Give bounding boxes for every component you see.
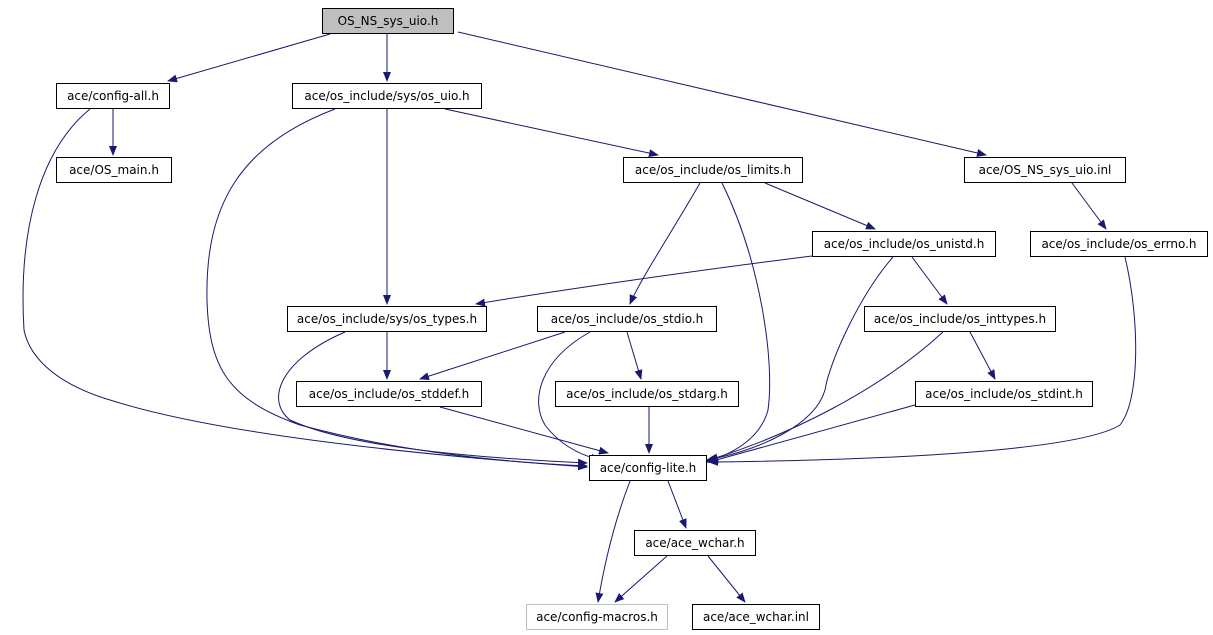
node-ace-wchar-inl[interactable]: ace/ace_wchar.inl (692, 604, 820, 630)
node-os-stdint-h[interactable]: ace/os_include/os_stdint.h (915, 381, 1093, 407)
edge-config-lite-to-config-macros (595, 480, 631, 603)
root-node-os-ns-sys-uio-h: OS_NS_sys_uio.h (322, 8, 454, 34)
node-config-macros-h: ace/config-macros.h (526, 604, 668, 630)
edge-os-limits-to-config-lite (704, 182, 771, 464)
node-sys-os-types-h[interactable]: ace/os_include/sys/os_types.h (287, 306, 487, 332)
edge-os-stddef-to-config-lite (439, 406, 609, 455)
node-os-inttypes-h[interactable]: ace/os_include/os_inttypes.h (864, 306, 1056, 332)
node-os-errno-h[interactable]: ace/os_include/os_errno.h (1030, 231, 1208, 257)
edge-sys-os-uio-to-os-limits (444, 108, 659, 158)
edge-os-inttypes-to-config-lite (708, 331, 944, 462)
edge-sys-os-uio-to-config-lite (206, 108, 588, 470)
node-config-lite-h[interactable]: ace/config-lite.h (589, 455, 707, 481)
edge-os-limits-to-os-stdio (629, 182, 701, 305)
edge-os-stdint-to-config-lite (708, 404, 916, 464)
edge-os-stdio-to-os-stddef (419, 331, 566, 381)
edge-root-to-os-ns-sys-uio-inl (457, 31, 987, 157)
node-os-limits-h[interactable]: ace/os_include/os_limits.h (623, 157, 803, 183)
node-os-stddef-h[interactable]: ace/os_include/os_stddef.h (296, 381, 482, 407)
node-os-stdio-h[interactable]: ace/os_include/os_stdio.h (537, 306, 717, 332)
edge-os-errno-to-config-lite (708, 256, 1137, 466)
edge-os-unistd-to-sys-os-types (475, 255, 813, 307)
edge-sys-os-types-to-config-lite (278, 331, 588, 467)
edge-os-unistd-to-os-inttypes (911, 256, 948, 305)
edge-os-ns-sys-uio-inl-to-os-errno (1071, 182, 1107, 230)
edge-os-inttypes-to-os-stdint (969, 331, 996, 380)
node-os-stdarg-h[interactable]: ace/os_include/os_stdarg.h (555, 381, 739, 407)
edge-os-stdio-to-config-lite (538, 331, 601, 462)
node-ace-wchar-h[interactable]: ace/ace_wchar.h (634, 530, 756, 556)
node-sys-os-uio-h[interactable]: ace/os_include/sys/os_uio.h (292, 83, 482, 109)
node-config-all-h[interactable]: ace/config-all.h (56, 83, 170, 109)
edge-config-all-to-config-lite (22, 108, 588, 471)
node-os-main-h[interactable]: ace/OS_main.h (56, 157, 172, 183)
include-edges (22, 31, 1137, 603)
node-os-ns-sys-uio-inl[interactable]: ace/OS_NS_sys_uio.inl (964, 157, 1126, 183)
edge-config-lite-to-ace-wchar (667, 480, 687, 529)
edge-root-to-config-all (167, 33, 331, 83)
node-os-unistd-h[interactable]: ace/os_include/os_unistd.h (812, 231, 996, 257)
edge-os-limits-to-os-unistd (764, 182, 876, 230)
edge-os-stdio-to-os-stdarg (626, 331, 643, 380)
edge-ace-wchar-to-config-macros (614, 555, 668, 603)
edge-os-unistd-to-config-lite (706, 256, 894, 463)
edge-ace-wchar-to-ace-wchar-inl (707, 555, 746, 603)
